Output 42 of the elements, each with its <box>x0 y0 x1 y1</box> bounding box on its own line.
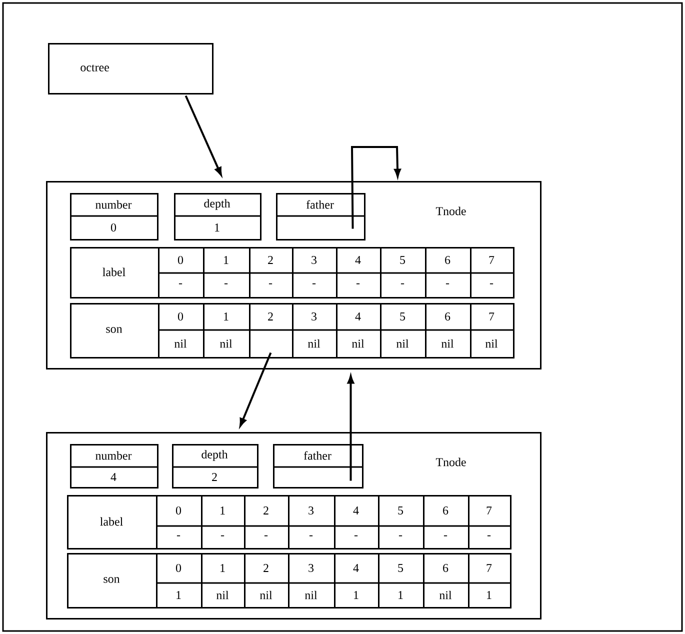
array-cell: 3 - <box>288 495 336 550</box>
arrow <box>351 146 401 229</box>
array-cell: 0 1 <box>156 553 202 608</box>
array-cell: 7 nil <box>470 303 514 358</box>
array-cell: 2 - <box>249 247 294 298</box>
array-cell: 0 - <box>156 495 202 550</box>
array-cell: 2 - <box>244 495 290 550</box>
array-cell: 6 nil <box>423 553 470 608</box>
array-cell: 5 nil <box>380 303 426 358</box>
array-cell: 4 nil <box>336 303 382 358</box>
field-box: father <box>276 193 366 240</box>
array-cell: 6 nil <box>425 303 472 358</box>
array-cell: 5 - <box>380 247 426 298</box>
variable-box: octree <box>48 43 214 94</box>
array-cell: 1 nil <box>201 553 246 608</box>
array-cell: 2 <box>249 303 294 358</box>
array-cell: 7 1 <box>468 553 512 608</box>
field-box: father <box>273 444 364 488</box>
arrow <box>184 95 222 176</box>
array-cell: 6 - <box>423 495 470 550</box>
field-box: depth 1 <box>174 193 262 240</box>
array-cell: 2 nil <box>244 553 290 608</box>
array-cell: 3 nil <box>292 303 338 358</box>
array-cell: 6 - <box>425 247 472 298</box>
array-cell: 4 1 <box>334 553 380 608</box>
array-cell: 1 - <box>201 495 246 550</box>
array-cell: 3 nil <box>288 553 336 608</box>
field-box: depth 2 <box>172 444 258 488</box>
array-cell: 4 - <box>336 247 382 298</box>
array-cell: 5 - <box>378 495 424 550</box>
array-cell: 1 - <box>203 247 250 298</box>
field-box: number 4 <box>70 444 158 488</box>
arrow <box>240 352 272 426</box>
array-cell: 0 nil <box>158 303 204 358</box>
array-cell: 0 - <box>158 247 204 298</box>
array-cell: 1 nil <box>203 303 250 358</box>
array-cell: 7 - <box>468 495 512 550</box>
array-cell: 3 - <box>292 247 338 298</box>
array-cell: 7 - <box>470 247 514 298</box>
field-box: number 0 <box>70 193 158 240</box>
array-cell: 4 - <box>334 495 380 550</box>
array-cell: 5 1 <box>378 553 424 608</box>
